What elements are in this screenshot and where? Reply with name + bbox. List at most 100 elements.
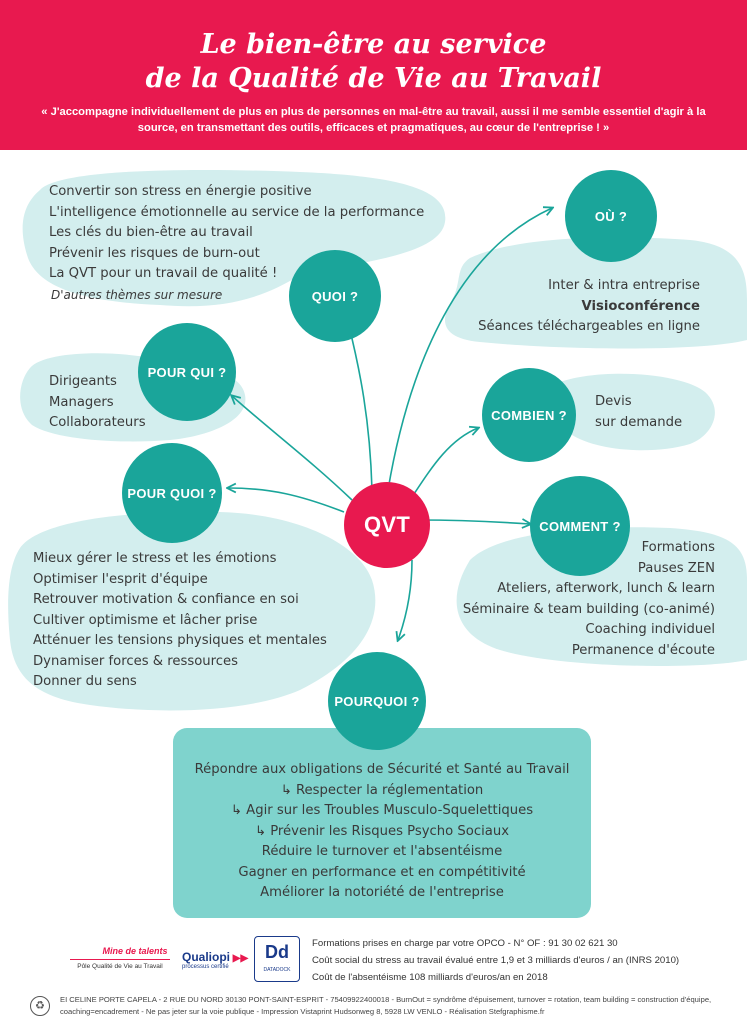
- mine-logo-wordmark: Mine de talents: [102, 946, 168, 956]
- sub-arrow-icon: ↳: [280, 782, 296, 798]
- quoi-circle: QUOI ?: [289, 250, 381, 342]
- list-item-sub: ↳ Agir sur les Troubles Musculo-Squelett…: [173, 801, 591, 822]
- qualiopi-text: Qualiopi: [182, 950, 230, 964]
- page-title-line1: Le bien-être au service: [200, 29, 547, 60]
- connector-arrows: [228, 208, 552, 640]
- sub-arrow-icon: ↳: [254, 823, 271, 839]
- list-item: Visioconférence: [581, 298, 700, 314]
- recycle-icon: ♻: [30, 996, 50, 1016]
- list-item: Devis: [595, 394, 632, 409]
- list-item-text: Prévenir les Risques Psycho Sociaux: [270, 823, 510, 839]
- list-item: Collaborateurs: [49, 415, 146, 430]
- list-item: Répondre aux obligations de Sécurité et …: [194, 762, 570, 777]
- ou-list: Inter & intra entreprise Visioconférence…: [478, 276, 700, 338]
- quoi-extra: D'autres thèmes sur mesure: [51, 287, 223, 302]
- pourquoi-box: [173, 728, 591, 918]
- list-item: sur demande: [595, 414, 683, 430]
- legal-notice: EI CELINE PORTE CAPELA - 2 RUE DU NORD 3…: [60, 995, 712, 1016]
- list-item: Inter & intra entreprise: [548, 278, 700, 293]
- ou-label: OÙ ?: [594, 208, 628, 224]
- list-item: Donner du sens: [33, 674, 137, 689]
- sub-arrow-icon: ↳: [230, 803, 247, 818]
- qvt-circle: QVT: [344, 482, 430, 568]
- datadock-logo: Dd DATADOCK: [254, 936, 300, 982]
- combien-blob: [550, 373, 715, 451]
- list-item: Mieux gérer le stress et les émotions: [33, 551, 277, 566]
- list-item: Réduire le turnover et l'absentéisme: [261, 844, 503, 859]
- footer-line: Coût de l'absentéisme 108 milliards d'eu…: [312, 972, 548, 983]
- list-item: Pauses ZEN: [637, 560, 715, 576]
- pour-quoi-list: Mieux gérer le stress et les émotions Op…: [33, 549, 327, 693]
- arrow-to-pour-quoi: [228, 488, 345, 513]
- pourquoi-list: Répondre aux obligations de Sécurité et …: [173, 760, 591, 904]
- combien-circle: COMBIEN ?: [482, 368, 576, 462]
- pour-quoi-blob: [8, 511, 376, 711]
- list-item: Atténuer les tensions physiques et menta…: [33, 633, 327, 648]
- ou-blob: [445, 237, 747, 349]
- list-item: Gagner en performance et en compétitivit…: [238, 864, 526, 880]
- qualiopi-logo: Qualiopi ▶▶ processus certifié: [182, 950, 248, 970]
- quoi-label: QUOI ?: [311, 288, 359, 304]
- list-item: Dirigeants: [49, 374, 117, 389]
- list-item: L'intelligence émotionnelle au service d…: [49, 204, 425, 220]
- list-item: Séminaire & team building (co-animé): [462, 601, 715, 617]
- datadock-mark: Dd: [265, 942, 289, 962]
- comment-blob: [456, 527, 747, 666]
- datadock-sub: DATADOCK: [263, 967, 291, 973]
- mine-de-talents-logo: Mine de talents Pôle Qualité de Vie au T…: [60, 946, 180, 970]
- list-item: Managers: [49, 394, 114, 410]
- list-item: Les clés du bien-être au travail: [49, 225, 253, 240]
- pour-qui-circle: POUR QUI ?: [138, 323, 236, 421]
- mine-logo-sub: Pôle Qualité de Vie au Travail: [77, 963, 163, 970]
- page-title-line2: de la Qualité de Vie au Travail: [145, 63, 602, 94]
- header-quote: « J'accompagne individuellement de plus …: [41, 106, 706, 134]
- list-item: Optimiser l'esprit d'équipe: [33, 571, 208, 587]
- pour-quoi-circle: POUR QUOI ?: [122, 443, 222, 543]
- footer-info: Formations prises en charge par votre OP…: [312, 935, 679, 986]
- combien-list: Devis sur demande: [595, 392, 682, 433]
- list-item: Retrouver motivation & confiance en soi: [33, 592, 299, 607]
- header-banner: Le bien-être au service de la Qualité de…: [0, 0, 747, 150]
- pourquoi-label: POURQUOI ?: [334, 693, 420, 709]
- qualiopi-wordmark: Qualiopi ▶▶: [182, 950, 248, 964]
- footer-line: Formations prises en charge par votre OP…: [312, 938, 618, 949]
- pour-qui-label: POUR QUI ?: [147, 364, 227, 380]
- list-item: Dynamiser forces & ressources: [33, 653, 239, 669]
- comment-circle: COMMENT ?: [530, 476, 630, 576]
- arrow-to-pourquoi: [398, 559, 413, 640]
- arrow-to-pour-qui: [232, 396, 353, 501]
- footer-line: Coût social du stress au travail évalué …: [312, 955, 680, 966]
- list-item: Permanence d'écoute: [571, 642, 715, 658]
- list-item-sub: ↳ Prévenir les Risques Psycho Sociaux: [173, 822, 591, 843]
- quoi-list: Convertir son stress en énergie positive…: [49, 182, 424, 305]
- list-item: Cultiver optimisme et lâcher prise: [33, 612, 258, 628]
- quoi-blob: [22, 169, 446, 307]
- pourquoi-circle: POURQUOI ?: [328, 652, 426, 750]
- list-item: Coaching individuel: [585, 622, 715, 637]
- list-item: Convertir son stress en énergie positive: [49, 184, 312, 199]
- arrow-to-combien: [409, 428, 478, 501]
- ou-circle: OÙ ?: [565, 170, 657, 262]
- list-item: Améliorer la notoriété de l'entreprise: [260, 885, 504, 900]
- comment-list: Formations Pauses ZEN Ateliers, afterwor…: [463, 538, 715, 661]
- comment-label: COMMENT ?: [539, 518, 621, 534]
- list-item: Prévenir les risques de burn-out: [49, 245, 260, 261]
- arrow-to-comment: [417, 520, 530, 524]
- mine-logo-underline: [70, 959, 170, 960]
- combien-label: COMBIEN ?: [491, 407, 567, 423]
- pour-quoi-label: POUR QUOI ?: [127, 485, 217, 501]
- pour-qui-list: Dirigeants Managers Collaborateurs: [49, 372, 146, 434]
- list-item-text: Respecter la réglementation: [295, 782, 484, 798]
- list-item-sub: ↳ Respecter la réglementation: [173, 781, 591, 802]
- list-item-text: Agir sur les Troubles Musculo-Squelettiq…: [246, 803, 534, 818]
- list-item: Ateliers, afterwork, lunch & learn: [497, 581, 715, 596]
- qualiopi-arrows-icon: ▶▶: [230, 953, 249, 964]
- list-item: La QVT pour un travail de qualité !: [49, 266, 278, 281]
- qualiopi-sub: processus certifié: [182, 964, 229, 970]
- arrow-to-quoi: [348, 322, 373, 491]
- qvt-label: QVT: [363, 512, 411, 537]
- arrow-to-ou: [387, 208, 552, 491]
- list-item: Formations: [641, 540, 715, 555]
- list-item: Séances téléchargeables en ligne: [478, 319, 700, 334]
